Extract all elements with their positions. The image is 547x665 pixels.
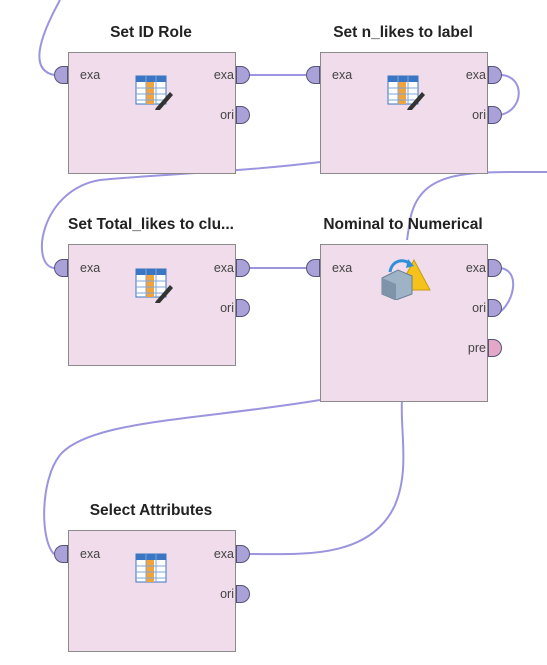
operator-title: Nominal to Numerical [323, 216, 483, 233]
operator-title: Set Total_likes to clu... [68, 216, 234, 233]
port-in-exa[interactable] [306, 66, 320, 84]
port-label: pre [467, 341, 486, 355]
port-in-exa[interactable] [54, 66, 68, 84]
port-label: exa [465, 261, 486, 275]
table-edit-icon [387, 75, 425, 110]
operator-title: Set ID Role [110, 24, 192, 41]
port-label: ori [472, 301, 486, 315]
port-label: exa [465, 68, 486, 82]
port-label: exa [213, 68, 234, 82]
port-label: exa [213, 547, 234, 561]
port-out-ori[interactable] [236, 585, 250, 603]
wire-nom-exa-to-ori [499, 267, 515, 313]
port-out-exa[interactable] [236, 545, 250, 563]
port-label: exa [332, 261, 353, 275]
port-in-exa[interactable] [306, 259, 320, 277]
port-label: exa [80, 68, 101, 82]
port-label: exa [213, 261, 234, 275]
port-out-exa[interactable] [236, 259, 250, 277]
port-label: ori [220, 587, 234, 601]
wire-select-to-nom [247, 399, 405, 556]
operator-box[interactable] [68, 530, 236, 652]
port-out-exa[interactable] [488, 66, 502, 84]
table-edit-icon [135, 75, 173, 110]
port-out-ori[interactable] [236, 299, 250, 317]
port-out-exa[interactable] [488, 259, 502, 277]
table-edit-icon [135, 268, 173, 303]
port-out-ori[interactable] [488, 106, 502, 124]
port-label: ori [472, 108, 486, 122]
operator-box[interactable] [320, 244, 488, 402]
port-label: ori [220, 108, 234, 122]
port-out-exa[interactable] [236, 66, 250, 84]
port-out-pre[interactable] [488, 339, 502, 357]
port-in-exa[interactable] [54, 545, 68, 563]
operator-box[interactable] [68, 244, 236, 366]
port-out-ori[interactable] [236, 106, 250, 124]
convert-shapes-icon [381, 258, 431, 300]
port-in-exa[interactable] [54, 259, 68, 277]
operator-title: Select Attributes [89, 502, 213, 519]
port-out-ori[interactable] [488, 299, 502, 317]
operator-box[interactable] [68, 52, 236, 174]
operator-box[interactable] [320, 52, 488, 174]
port-label: exa [80, 547, 101, 561]
table-icon [135, 553, 167, 583]
port-label: ori [220, 301, 234, 315]
port-label: exa [80, 261, 101, 275]
port-label: exa [332, 68, 353, 82]
operator-title: Set n_likes to label [333, 24, 473, 41]
